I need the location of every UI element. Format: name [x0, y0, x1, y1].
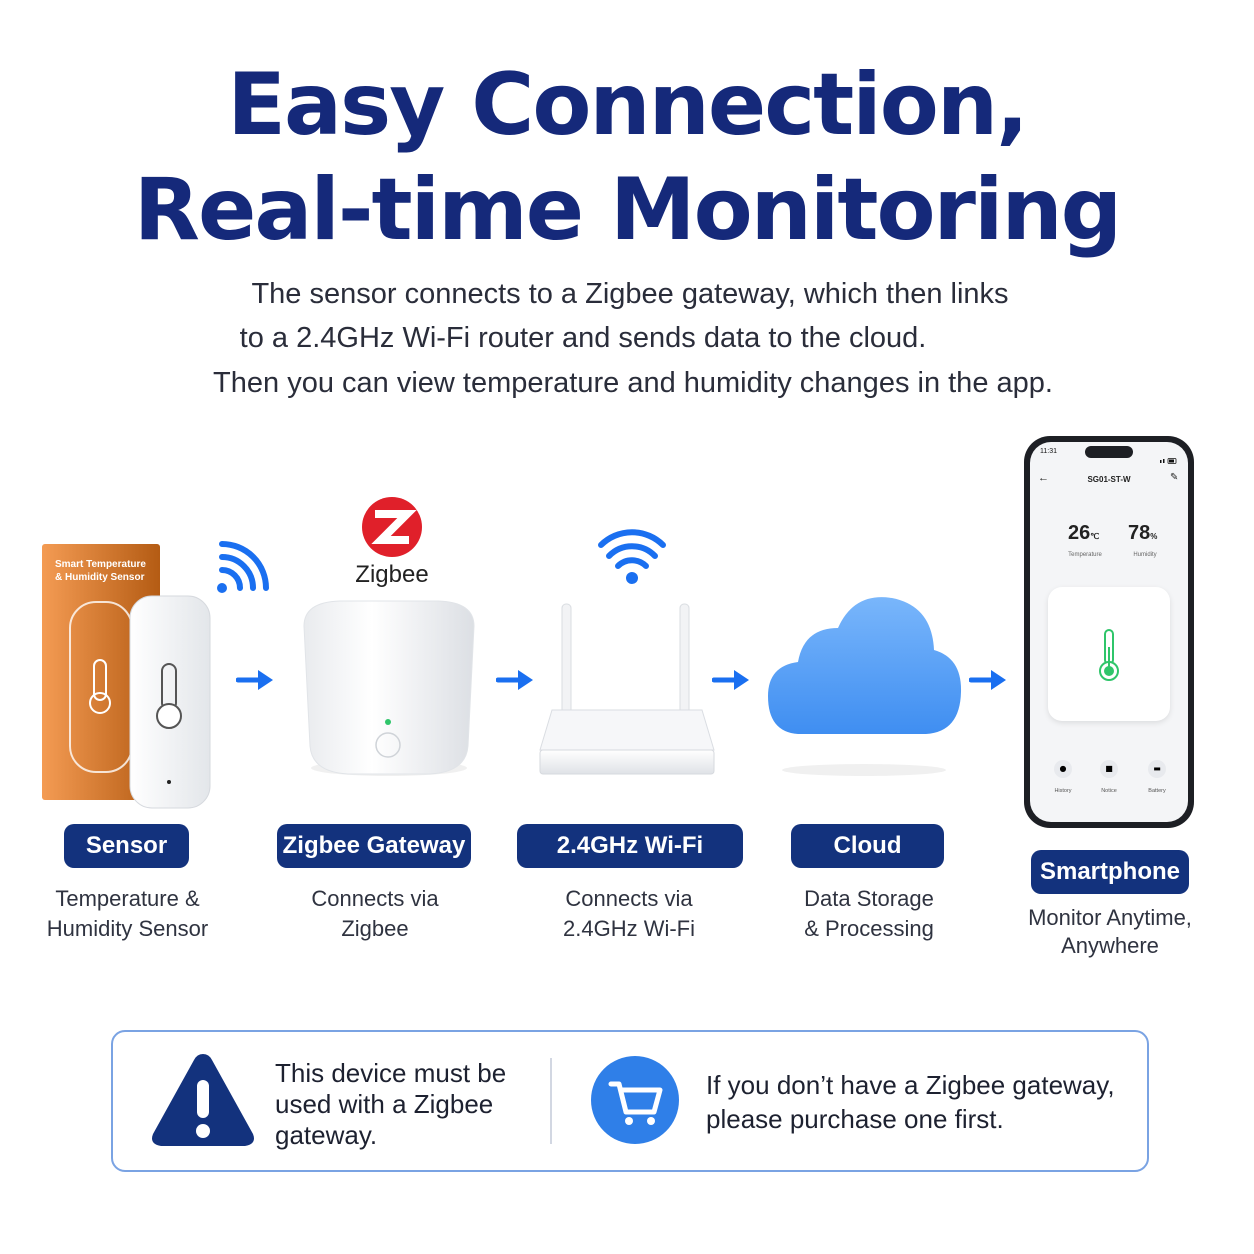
cloud-caption-line-1: Data Storage [804, 886, 934, 911]
back-arrow-icon[interactable]: ← [1038, 472, 1049, 484]
gateway-caption: Connects via Zigbee [274, 884, 476, 944]
sensor-illustration [42, 544, 211, 809]
cloud-icon [764, 584, 964, 784]
router-caption-line-2: 2.4GHz Wi-Fi [563, 916, 695, 941]
sensor-label-pill: Sensor [64, 824, 189, 868]
gateway-caption-line-1: Connects via [311, 886, 439, 911]
sensor-caption: Temperature & Humidity Sensor [20, 884, 235, 944]
sensor-product-image [40, 540, 225, 815]
headline-line-2: Real-time Monitoring [133, 160, 1122, 260]
notice-divider [550, 1058, 552, 1144]
zigbee-logo-text: Zigbee [355, 561, 429, 588]
phone-notch [1085, 446, 1133, 458]
smartphone-device: 11:31 ← SG01-ST-W ✎ 26℃ 78% Temperature … [1024, 436, 1194, 828]
headline-line-1: Easy Connection, [227, 55, 1029, 155]
battery-icon[interactable]: ▬ [1148, 760, 1166, 778]
device-name: SG01-ST-W [1087, 475, 1131, 484]
edit-icon[interactable]: ✎ [1170, 472, 1179, 483]
humidity-unit: % [1150, 532, 1158, 541]
arrow-right-icon [711, 668, 752, 692]
router-caption: Connects via 2.4GHz Wi-Fi [524, 884, 734, 944]
arrow-right-icon [495, 668, 536, 692]
notice-left-text: This device must be used with a Zigbee g… [275, 1058, 535, 1151]
notice-box: This device must be used with a Zigbee g… [111, 1030, 1149, 1172]
cloud-caption-line-2: & Processing [804, 916, 934, 941]
intro-line-2: to a 2.4GHz Wi-Fi router and sends data … [239, 322, 927, 354]
humidity-value: 78 [1128, 522, 1151, 544]
humidity-reading: 78% [1128, 522, 1157, 545]
smartphone-label-pill: Smartphone [1031, 850, 1189, 894]
notice-right-line-2: please purchase one first. [706, 1104, 1004, 1134]
sensor-box-text-line-1: Smart Temperature [55, 559, 146, 570]
nav-notice-label[interactable]: Notice [1101, 788, 1117, 794]
gateway-label-pill: Zigbee Gateway [277, 824, 471, 868]
notice-left-line-2: used with a Zigbee [275, 1089, 494, 1119]
battery-status-icon [1158, 449, 1178, 464]
notice-right-line-1: If you don’t have a Zigbee gateway, [706, 1070, 1115, 1100]
shopping-cart-icon[interactable] [591, 1052, 679, 1148]
device-card[interactable] [1048, 587, 1170, 721]
history-icon[interactable]: ● [1054, 760, 1072, 778]
cloud-caption: Data Storage & Processing [764, 884, 974, 944]
intro-line-3: Then you can view temperature and humidi… [213, 367, 1053, 399]
sensor-caption-line-1: Temperature & [55, 886, 200, 911]
router-product-image [536, 600, 718, 782]
arrow-right-icon [235, 668, 276, 692]
sensor-caption-line-2: Humidity Sensor [46, 916, 209, 941]
gateway-product-image [300, 596, 478, 778]
sensor-box-text: Smart Temperature & Humidity Sensor [55, 558, 155, 584]
arrow-right-icon [968, 668, 1009, 692]
temperature-label: Temperature [1068, 552, 1102, 558]
signal-waves-icon [214, 540, 270, 596]
notice-right-text: If you don’t have a Zigbee gateway, plea… [706, 1068, 1126, 1136]
wifi-icon [598, 528, 666, 586]
humidity-label: Humidity [1133, 552, 1157, 558]
temperature-reading: 26℃ [1068, 522, 1099, 545]
status-time: 11:31 [1040, 448, 1057, 455]
notice-left-line-3: gateway. [275, 1120, 378, 1150]
phone-screen: 11:31 ← SG01-ST-W ✎ 26℃ 78% Temperature … [1030, 442, 1188, 822]
smartphone-caption-line-2: Anywhere [1061, 933, 1159, 958]
zigbee-logo-icon [361, 496, 423, 558]
router-label-pill: 2.4GHz Wi-Fi Router [517, 824, 743, 903]
gateway-caption-line-2: Zigbee [341, 916, 409, 941]
cloud-label-pill: Cloud [791, 824, 944, 868]
notice-left-line-1: This device must be [275, 1058, 507, 1088]
nav-battery-label[interactable]: Battery [1148, 788, 1166, 794]
thermometer-icon [1094, 627, 1124, 687]
intro-line-1: The sensor connects to a Zigbee gateway,… [251, 278, 1009, 310]
sensor-box-text-line-2: & Humidity Sensor [55, 572, 145, 583]
temperature-value: 26 [1068, 522, 1091, 544]
router-caption-line-1: Connects via [565, 886, 693, 911]
smartphone-caption-line-1: Monitor Anytime, [1028, 905, 1192, 930]
warning-triangle-icon [149, 1050, 257, 1150]
smartphone-caption: Monitor Anytime, Anywhere [1004, 904, 1216, 960]
nav-history-label[interactable]: History [1054, 788, 1072, 794]
notice-icon[interactable]: ■ [1100, 760, 1118, 778]
temperature-unit: ℃ [1090, 532, 1100, 541]
